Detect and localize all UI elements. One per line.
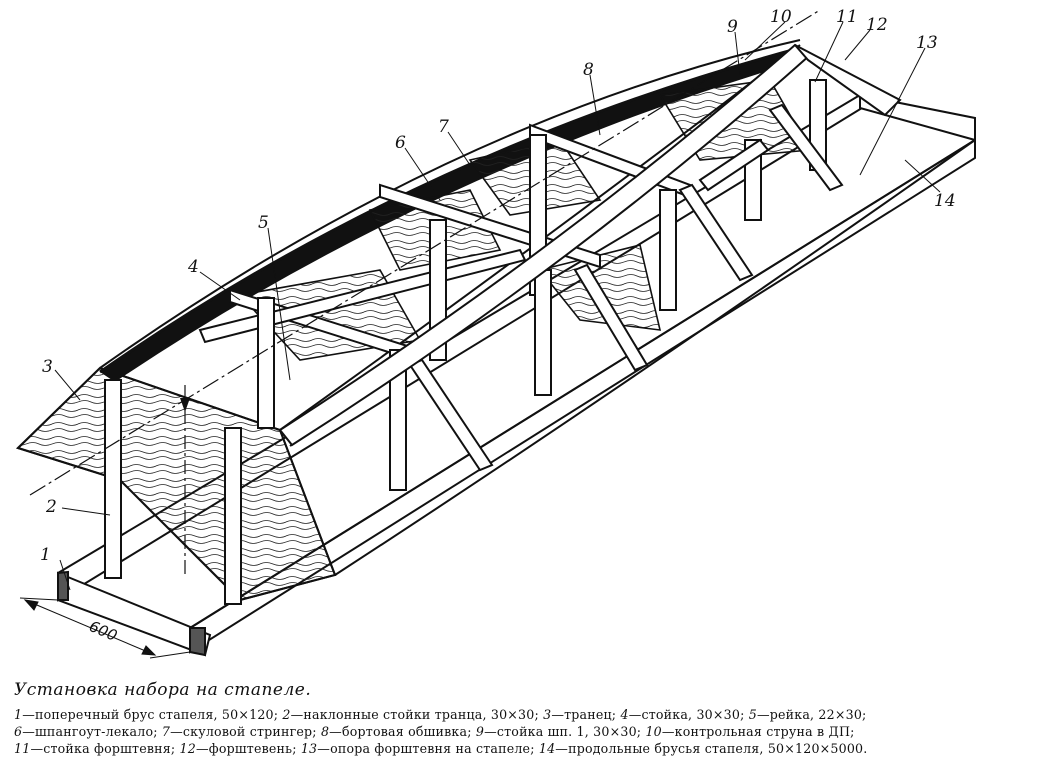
callout-5: 5: [258, 213, 269, 233]
legend-item: 2—наклонные стойки транца, 30×30;: [282, 707, 544, 722]
callout-11: 11: [836, 7, 858, 27]
callout-3: 3: [42, 357, 53, 377]
legend-item: 4—стойка, 30×30;: [620, 707, 749, 722]
legend-item: 14—продольные брусья стапеля, 50×120×500…: [538, 741, 868, 756]
control-string: [29, 9, 821, 575]
stem: [278, 43, 902, 447]
legend-line: 6—шпангоут-лекало; 7—скуловой стрингер; …: [14, 723, 1044, 740]
legend-item: 10—контрольная струна в ДП;: [645, 724, 855, 739]
braces: [408, 103, 844, 472]
callout-4: 4: [187, 257, 199, 277]
callout-9: 9: [727, 17, 738, 37]
callout-12: 12: [866, 15, 888, 35]
side-sheathing: [99, 46, 810, 382]
figure-caption: Установка набора на стапеле. 1—поперечны…: [14, 680, 1044, 757]
callout-14: 14: [934, 191, 956, 211]
legend-item: 6—шпангоут-лекало;: [14, 724, 162, 739]
legend-item: 8—бортовая обшивка;: [320, 724, 476, 739]
legend-line: 11—стойка форштевня; 12—форштевень; 13—о…: [14, 740, 1044, 757]
callout-6: 6: [395, 133, 406, 153]
leader-lines: [54, 21, 941, 591]
legend-line: 1—поперечный брус стапеля, 50×120; 2—нак…: [14, 706, 1044, 723]
legend-item: 3—транец;: [543, 707, 621, 722]
legend-item: 12—форштевень;: [179, 741, 301, 756]
callout-1: 1: [40, 545, 51, 565]
callout-13: 13: [916, 33, 938, 53]
callout-8: 8: [583, 60, 594, 80]
legend-item: 9—стойка шп. 1, 30×30;: [475, 724, 646, 739]
boat-frame-illustration: 600 1 2 3 4 5 6 7 8 9 10 11 12 13 14: [16, 7, 976, 659]
callout-7: 7: [438, 117, 449, 137]
legend-item: 13—опора форштевня на стапеле;: [300, 741, 539, 756]
dimension-600: [19, 597, 191, 659]
legend-item: 11—стойка форштевня;: [14, 741, 180, 756]
legend-item: 1—поперечный брус стапеля, 50×120;: [14, 707, 283, 722]
legend-item: 5—рейка, 22×30;: [748, 707, 867, 722]
caption-title: Установка набора на стапеле.: [14, 680, 312, 700]
transom: [16, 366, 337, 602]
legend-item: 7—скуловой стрингер;: [161, 724, 321, 739]
callout-2: 2: [45, 497, 57, 517]
callout-10: 10: [770, 7, 792, 27]
callout-numbers: 1 2 3 4 5 6 7 8 9 10 11 12 13 14: [40, 7, 956, 565]
caption-legend: 1—поперечный брус стапеля, 50×120; 2—нак…: [14, 706, 1044, 757]
